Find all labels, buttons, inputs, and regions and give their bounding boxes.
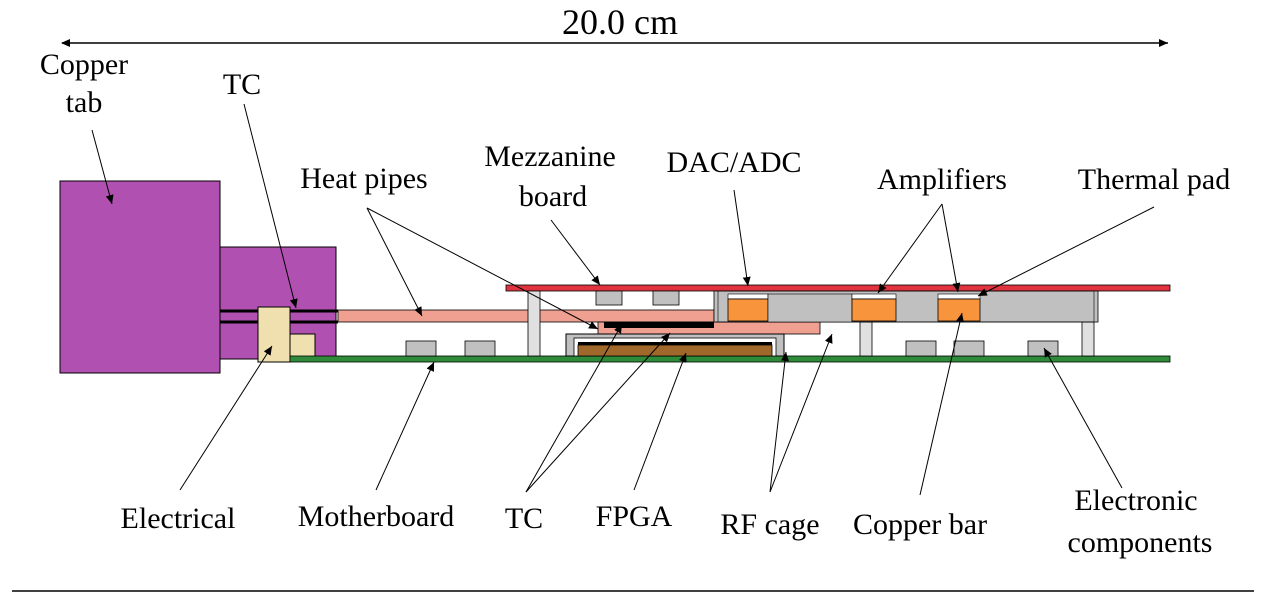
label-tc-bottom: TC xyxy=(505,502,543,535)
labels: Copper tab TC Heat pipes Mezzanine board… xyxy=(40,48,1230,559)
support-pillars xyxy=(527,290,1095,357)
motherboard xyxy=(289,355,1171,363)
heat-pipe-long xyxy=(337,309,715,323)
callout-lines xyxy=(91,103,1155,496)
callout-electrical xyxy=(179,345,273,491)
electrical-connector-short xyxy=(289,333,316,360)
pillar xyxy=(527,290,541,357)
label-amplifiers: Amplifiers xyxy=(877,163,1007,196)
label-heat-pipes: Heat pipes xyxy=(300,162,427,195)
pillar xyxy=(1081,321,1095,357)
mezzanine-components xyxy=(595,290,680,306)
label-electronic-components: components xyxy=(1068,526,1213,559)
callout-tc-top xyxy=(243,103,298,309)
copper-bar-inner-outline xyxy=(717,290,1095,323)
label-fpga: FPGA xyxy=(596,500,673,533)
callout-amplifiers-2 xyxy=(941,203,961,293)
label-mezzanine: Mezzanine xyxy=(484,140,616,173)
fpga-top xyxy=(578,342,772,345)
callout-mezzanine xyxy=(550,219,601,286)
label-electronic-components: Electronic xyxy=(1074,484,1197,517)
label-copper-bar: Copper bar xyxy=(853,508,987,541)
callout-heat-pipes-1 xyxy=(366,207,423,317)
callout-rf-cage-1 xyxy=(769,351,789,493)
callout-dac-adc xyxy=(733,189,751,287)
copper-tab-large-block xyxy=(59,180,221,374)
callout-copper-bar xyxy=(919,312,964,496)
heat-spreader xyxy=(604,322,714,328)
callout-tc-bottom-1 xyxy=(525,323,623,493)
thermal-pad xyxy=(727,293,769,300)
mezzanine-board xyxy=(505,284,1171,292)
label-thermal-pad: Thermal pad xyxy=(1078,163,1230,196)
callout-tc-bottom-2 xyxy=(525,332,671,493)
label-electrical: Electrical xyxy=(121,502,236,535)
thermal-pad xyxy=(851,293,897,300)
electrical-connector xyxy=(257,306,316,363)
component xyxy=(905,340,937,357)
component xyxy=(1027,340,1059,357)
component xyxy=(953,340,985,357)
label-motherboard: Motherboard xyxy=(298,500,455,533)
amplifier xyxy=(937,298,981,322)
label-copper-tab: tab xyxy=(66,86,103,119)
callout-copper-tab xyxy=(91,129,114,205)
label-rf-cage: RF cage xyxy=(720,508,819,541)
dimension-label: 20.0 cm xyxy=(562,2,678,42)
component xyxy=(652,290,680,306)
pillar xyxy=(859,321,873,357)
rf-cage-assembly xyxy=(565,322,785,357)
amplifier xyxy=(851,298,897,322)
dimension-indicator: 20.0 cm xyxy=(61,2,1168,47)
thermal-pad xyxy=(937,293,981,300)
callout-motherboard xyxy=(375,361,435,491)
component xyxy=(595,290,623,306)
callout-amplifiers-1 xyxy=(877,203,943,294)
electrical-connector-tall xyxy=(257,306,291,363)
callout-fpga xyxy=(633,352,687,491)
dac-adc-chip xyxy=(727,298,769,322)
callout-heat-pipes-2 xyxy=(366,207,599,330)
callout-thermal-pad xyxy=(977,206,1155,297)
component xyxy=(464,340,496,357)
label-tc-top: TC xyxy=(223,68,261,101)
callout-rf-cage-2 xyxy=(769,333,833,493)
component xyxy=(405,340,437,357)
label-copper-tab: Copper xyxy=(40,48,128,81)
dac-adc-chip-extension xyxy=(767,293,853,323)
copper-tab xyxy=(59,180,337,374)
electronic-components xyxy=(405,340,1059,357)
label-dac-adc: DAC/ADC xyxy=(666,146,801,179)
copper-bar-assembly xyxy=(713,290,1099,323)
label-mezzanine: board xyxy=(519,180,587,213)
callout-electronic-components xyxy=(1043,347,1123,489)
